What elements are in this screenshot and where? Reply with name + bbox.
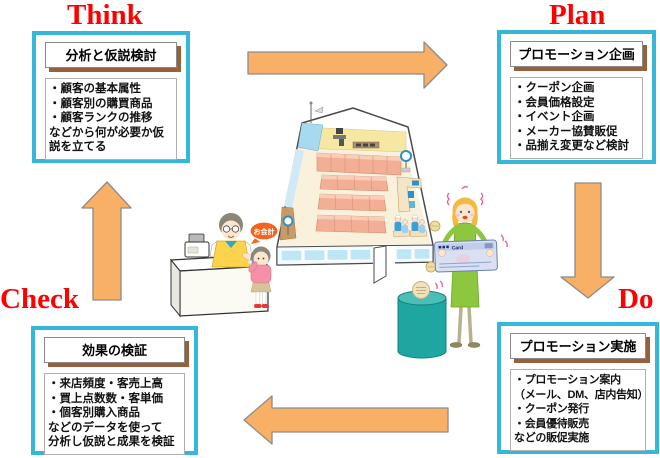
stage-title-plan: Plan: [549, 0, 606, 31]
cashier-scene-icon: お会計: [169, 213, 279, 318]
stage-header-do: プロモーション実施: [510, 333, 646, 359]
cashier-woman-icon: [209, 213, 262, 268]
text-line: ・顧客ランクの推移: [49, 112, 153, 124]
store-building-icon: [276, 101, 434, 284]
checkout-speech-bubble: お会計: [249, 221, 279, 244]
stage-body-think: ・顧客の基本属性・顧客別の購買商品・顧客ランクの推移などから何が必要か仮説を立て…: [45, 78, 177, 160]
store-illustration: Card: [169, 101, 508, 359]
cash-register-icon: [184, 233, 210, 258]
stage-box-think: 分析と仮説検討 ・顧客の基本属性・顧客別の購買商品・顧客ランクの推移などから何が…: [32, 31, 190, 163]
stage-body-plan: ・クーポン企画・会員価格設定・イベント企画・メーカー協賛販促・品揃え変更など検討: [510, 77, 643, 159]
kiosk-sign-right-icon: [400, 150, 412, 173]
point-token-icon: [412, 281, 430, 299]
stage-body-check: ・来店頻度・客売上高・買上点数数・客単価・個客別購入商品などのデータを使って分析…: [44, 373, 185, 455]
open-door-icon: [373, 245, 387, 284]
text-line: ・イベント企画: [514, 111, 595, 123]
text-line: 説を立てる: [49, 141, 107, 153]
text-line: ・プロモーション案内: [514, 374, 621, 386]
text-line: ・品揃え変更など検討: [514, 140, 629, 152]
stage-box-do: プロモーション実施 ・プロモーション案内 （メール、DM、店内告知） ・クーポン発行…: [497, 322, 659, 454]
back-shelves-icon: [316, 152, 402, 176]
checkout-registers-icon: [392, 214, 428, 238]
text-line: ・クーポン企画: [514, 82, 595, 94]
text-line: ・会員価格設定: [514, 96, 595, 109]
service-counter-icon: [396, 176, 422, 213]
text-line: ・会員優待販売: [514, 417, 589, 430]
stage-body-do: ・プロモーション案内 （メール、DM、店内告知） ・クーポン発行・会員優待販売などの…: [510, 369, 649, 451]
checkout-bubble-label: お会計: [254, 227, 275, 236]
child-customer-icon: [248, 246, 272, 308]
kiosk-sign-left-icon: [282, 215, 294, 235]
text-line: ・個客別購入商品: [48, 407, 140, 419]
excitement-marks-icon: [446, 186, 508, 248]
text-line: ・買上点数数・客単価: [48, 392, 163, 405]
arrow-plan-to-do-icon: [560, 182, 615, 299]
arrow-think-to-plan-icon: [247, 41, 448, 89]
text-line: ・メーカー協賛販促: [514, 125, 618, 138]
rooftop-antenna-icon: [309, 101, 324, 123]
text-line: などのデータを使って: [48, 421, 163, 434]
text-line: 分析し仮説と成果を検証: [48, 436, 175, 448]
point-stand-icon: [397, 280, 447, 359]
stage-header-think: 分析と仮説検討: [45, 42, 177, 68]
coin-icon: [425, 220, 441, 273]
gondola-shelves-icon: [315, 174, 389, 234]
text-line: ・クーポン発行: [514, 403, 589, 415]
text-line: （メール、DM、店内告知）: [514, 388, 649, 401]
text-line: ・顧客別の購買商品: [49, 97, 153, 110]
text-line: などから何が必要か仮: [49, 126, 164, 139]
stage-box-check: 効果の検証 ・来店頻度・客売上高・買上点数数・客単価・個客別購入商品などのデータ…: [31, 326, 198, 455]
text-line: ・来店頻度・客売上高: [48, 378, 163, 390]
stage-header-check: 効果の検証: [44, 337, 185, 363]
arrow-do-to-check-icon: [243, 395, 449, 445]
card-holder-woman-icon: Card: [434, 186, 508, 348]
storefront-glass-icon: [276, 244, 434, 284]
stage-box-plan: プロモーション企画 ・クーポン企画・会員価格設定・イベント企画・メーカー協賛販促…: [497, 30, 656, 164]
stage-title-check: Check: [0, 283, 79, 315]
membership-card-icon: Card: [434, 239, 498, 273]
card-label: Card: [452, 245, 464, 251]
arrow-check-to-think-icon: [81, 181, 132, 301]
text-line: などの販促実施: [514, 432, 589, 444]
text-line: ・顧客の基本属性: [49, 83, 141, 95]
stage-title-do: Do: [618, 283, 654, 315]
stage-title-think: Think: [67, 0, 143, 31]
stage-header-plan: プロモーション企画: [510, 41, 643, 67]
